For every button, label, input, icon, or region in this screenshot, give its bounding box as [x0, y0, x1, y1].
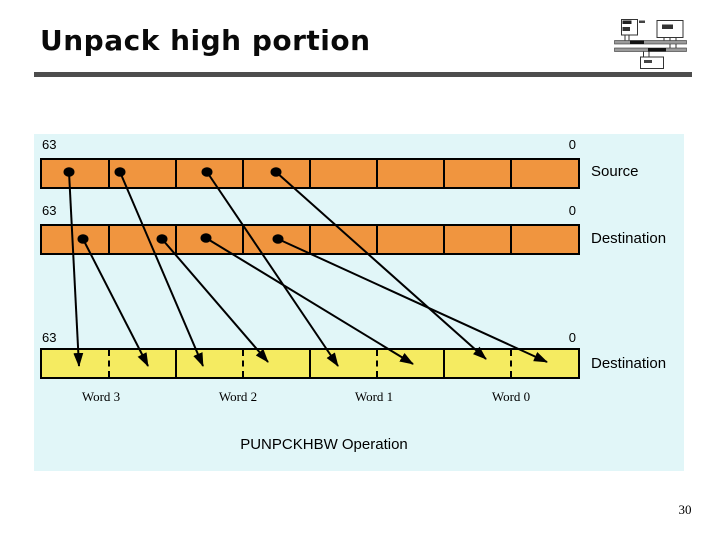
- destination-register: [40, 224, 580, 255]
- page-number: 30: [678, 502, 692, 517]
- title-underline: [34, 72, 692, 77]
- cell-divider: [108, 350, 110, 377]
- cell-divider: [376, 160, 378, 187]
- result-destination-register: [40, 348, 580, 379]
- source-low-bit-label: 0: [568, 137, 576, 152]
- word-label: Word 0: [491, 389, 531, 404]
- cell-divider: [108, 160, 110, 187]
- destination-register-label: Destination: [591, 230, 667, 247]
- cell-divider: [510, 350, 512, 377]
- destination-high-bit-label: 63: [42, 203, 57, 218]
- source-high-bit-label: 63: [42, 137, 57, 152]
- destination-low-bit-label: 0: [568, 203, 576, 218]
- cell-divider: [108, 226, 110, 253]
- word-label: Word 1: [354, 389, 394, 404]
- cell-divider: [175, 226, 177, 253]
- result-high-bit-label: 63: [42, 330, 57, 345]
- cell-divider: [242, 226, 244, 253]
- cell-divider: [376, 226, 378, 253]
- cell-divider: [309, 226, 311, 253]
- cell-divider: [510, 226, 512, 253]
- slide-title: Unpack high portion: [40, 24, 371, 57]
- cell-divider: [242, 160, 244, 187]
- cell-divider: [376, 350, 378, 377]
- cell-divider: [175, 160, 177, 187]
- cell-divider: [309, 160, 311, 187]
- cell-divider: [443, 226, 445, 253]
- architecture-diagram-logo: [614, 19, 687, 69]
- word-label: Word 3: [81, 389, 121, 404]
- source-register-label: Source: [591, 163, 639, 180]
- cell-divider: [175, 350, 177, 377]
- source-register: [40, 158, 580, 189]
- cell-divider: [443, 350, 445, 377]
- cell-divider: [309, 350, 311, 377]
- word-label: Word 2: [218, 389, 258, 404]
- cell-divider: [510, 160, 512, 187]
- result-low-bit-label: 0: [568, 330, 576, 345]
- result-register-label: Destination: [591, 355, 667, 372]
- operation-caption: PUNPCKHBW Operation: [240, 436, 408, 453]
- cell-divider: [242, 350, 244, 377]
- cell-divider: [443, 160, 445, 187]
